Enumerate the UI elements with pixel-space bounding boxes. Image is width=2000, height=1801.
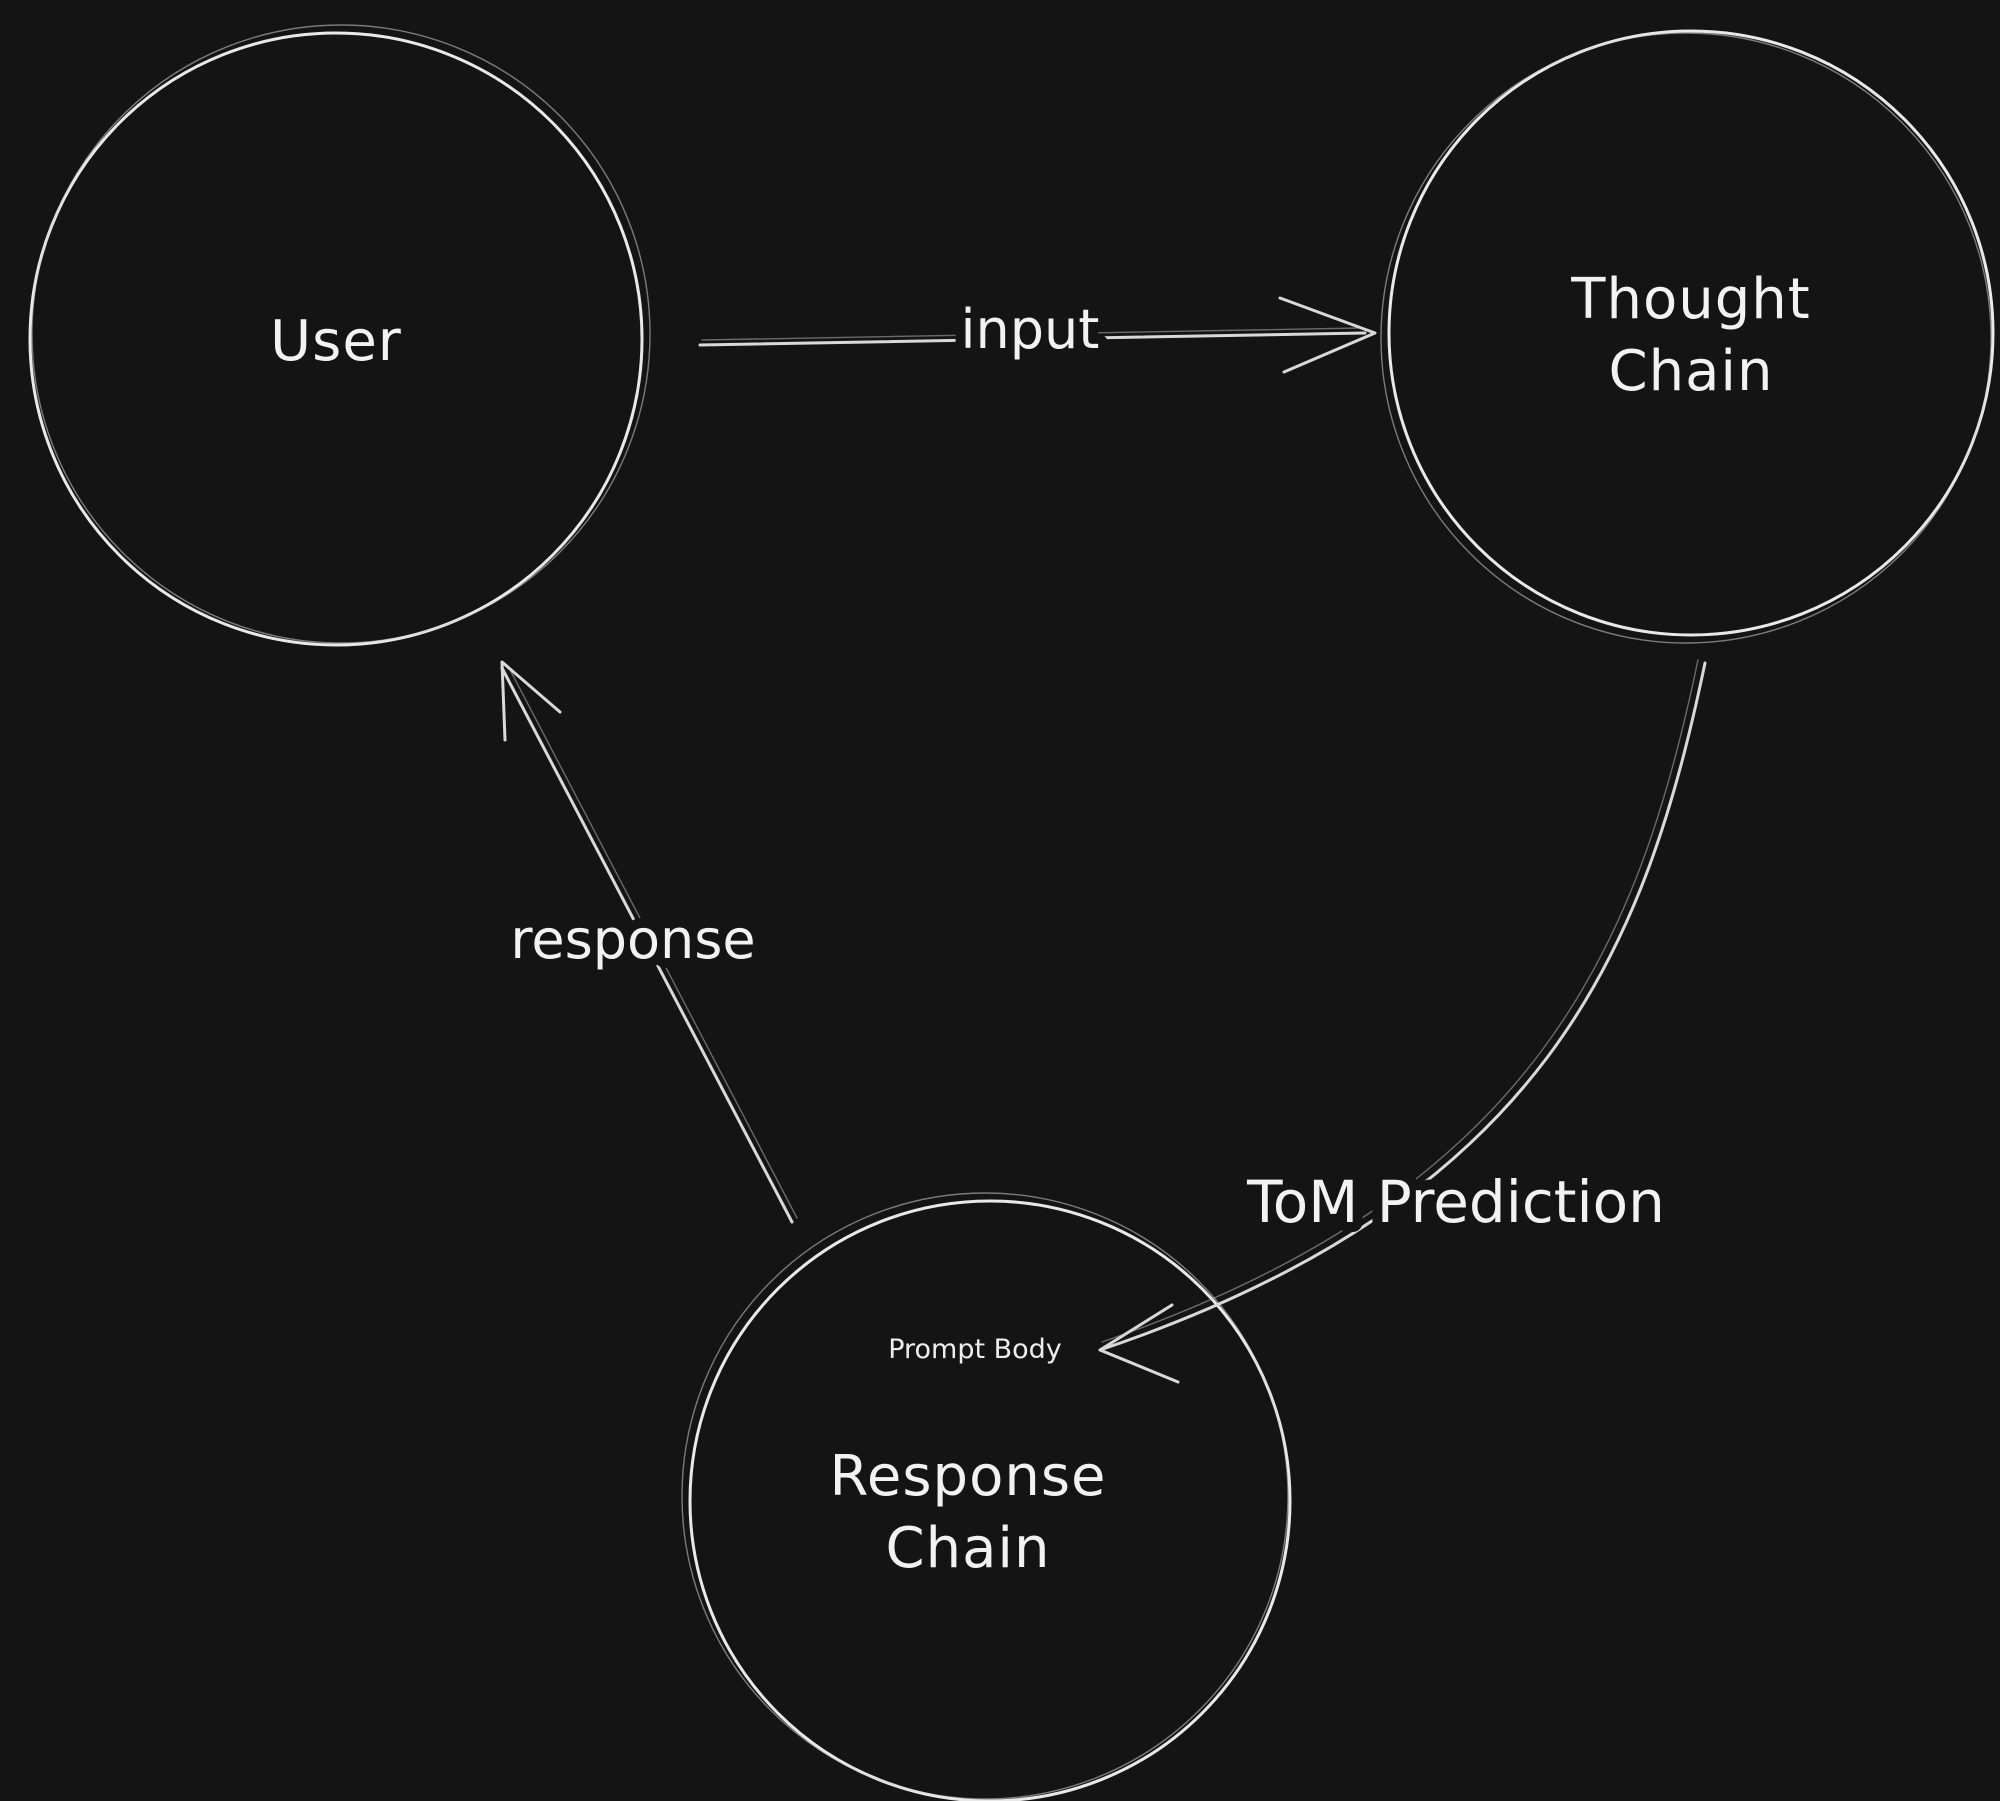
tom-prediction-arrow-label: ToM Prediction [1246, 1168, 1665, 1236]
thought-chain-node: Thought Chain [1380, 29, 1995, 644]
thought-chain-node-circle-sketch [1380, 32, 1992, 644]
input-arrow-shaft-sketch [701, 327, 1361, 341]
input-arrow-label: input [961, 298, 1100, 361]
user-node: User [28, 24, 651, 647]
tom-prediction-arrow-shaft [1098, 661, 1707, 1352]
input-arrowhead [1278, 296, 1377, 374]
input-arrow-shaft [698, 331, 1367, 347]
response-arrowhead [500, 660, 562, 742]
tom-prediction-arrowhead [1098, 1303, 1180, 1384]
response-arrow-shaft [500, 666, 794, 1224]
user-node-circle-sketch [31, 24, 651, 644]
response-arrow-shaft-sketch [507, 665, 798, 1219]
response-arrow: response [500, 660, 798, 1224]
user-node-label: User [270, 309, 402, 374]
input-arrow: input [698, 288, 1377, 374]
response-chain-node-circle-sketch [681, 1192, 1289, 1800]
prompt-body-annotation: Prompt Body [888, 1334, 1062, 1365]
response-arrow-label: response [510, 908, 755, 971]
response-chain-node-label-line1: Response [830, 1444, 1107, 1509]
thought-chain-node-label-line2: Chain [1609, 339, 1774, 404]
thought-chain-node-circle [1387, 29, 1995, 637]
response-chain-node-circle [688, 1199, 1292, 1801]
tom-prediction-arrow: ToM Prediction [1098, 659, 1707, 1384]
tom-prediction-arrow-shaft-sketch [1101, 659, 1699, 1343]
user-node-circle [28, 31, 644, 647]
response-chain-node: Response Chain Prompt Body [681, 1192, 1292, 1801]
response-chain-node-label-line2: Chain [886, 1516, 1051, 1581]
thought-chain-node-label-line1: Thought [1570, 267, 1810, 332]
